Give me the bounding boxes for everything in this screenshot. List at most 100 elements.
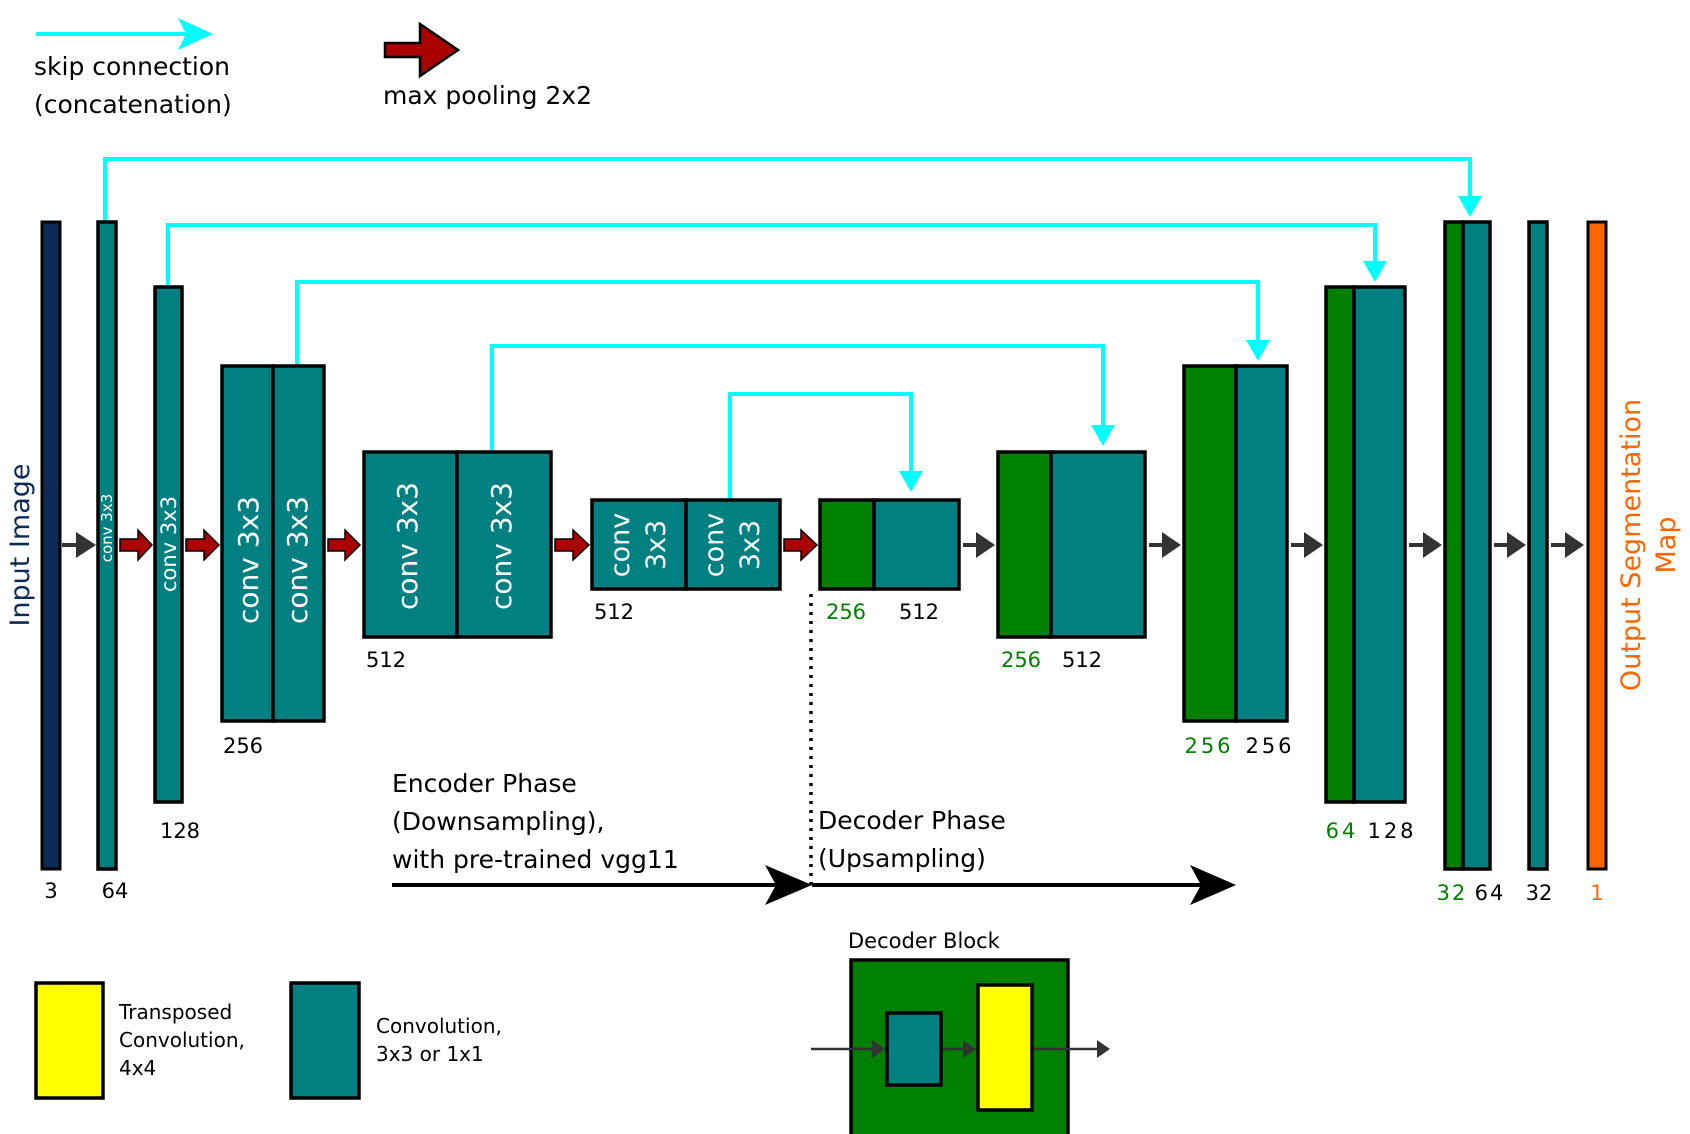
decoder-block-arrow-icon bbox=[811, 1040, 885, 1058]
skip-connection-3 bbox=[295, 280, 1270, 364]
encoder-block-5b-conv-word: conv bbox=[699, 513, 730, 577]
encoder-phase-arrowhead bbox=[765, 865, 812, 905]
decoder-block-4-teal bbox=[1234, 364, 1289, 723]
encoder-block-5b-conv-size: 3x3 bbox=[735, 520, 766, 570]
decoder-block-legend: Decoder Block bbox=[811, 929, 1110, 1134]
decoder-block-title: Decoder Block bbox=[848, 929, 1001, 953]
decoder-block-conv bbox=[885, 1011, 943, 1087]
channel-labels: 3 64 128 256 512 512 256 512 256 512 256… bbox=[44, 600, 1603, 905]
transposed-legend-line-1: Transposed bbox=[118, 1000, 232, 1024]
channel-dec1: 32 bbox=[1526, 881, 1553, 905]
channel-dec3-teal: 128 bbox=[1367, 819, 1416, 843]
forward-arrow-icon bbox=[1494, 532, 1526, 558]
forward-arrows bbox=[62, 528, 1584, 562]
pool-arrow-icon bbox=[783, 528, 819, 562]
decoder-phase-line-2: (Upsampling) bbox=[818, 844, 986, 873]
decoder-block-4-green bbox=[1182, 364, 1238, 723]
skip-legend-label-2: (concatenation) bbox=[34, 90, 232, 119]
decoder-phase-line-1: Decoder Phase bbox=[818, 806, 1006, 835]
encoder-phase-line-3: with pre-trained vgg11 bbox=[392, 845, 679, 874]
transposed-legend-line-3: 4x4 bbox=[119, 1056, 156, 1080]
transposed-legend-line-2: Convolution, bbox=[119, 1028, 245, 1052]
legend-skip-connection: skip connection (concatenation) bbox=[34, 18, 232, 119]
decoder-block-2-teal bbox=[1461, 220, 1492, 871]
pool-arrow-icon bbox=[119, 528, 154, 562]
channel-enc1: 64 bbox=[102, 879, 129, 903]
channel-dec4-teal: 256 bbox=[1245, 734, 1294, 758]
encoder-block-1-conv-label: conv 3x3 bbox=[98, 494, 116, 563]
decoder-block-arrow-icon bbox=[943, 1040, 976, 1058]
skip-legend-label-1: skip connection bbox=[34, 52, 230, 81]
output-label-2: Map bbox=[1651, 517, 1682, 574]
output-segmentation-bar bbox=[1586, 220, 1608, 871]
pool-legend-label: max pooling 2x2 bbox=[383, 81, 592, 110]
channel-dec5-green: 256 bbox=[1001, 648, 1041, 672]
decoder-block-5-green bbox=[996, 450, 1053, 639]
legend-max-pooling: max pooling 2x2 bbox=[383, 21, 592, 110]
skip-legend-arrowhead bbox=[178, 18, 213, 50]
encoder-phase-line-1: Encoder Phase bbox=[392, 769, 577, 798]
legend-convolution: Convolution, 3x3 or 1x1 bbox=[289, 981, 502, 1100]
decoder-block-3-green bbox=[1324, 285, 1356, 804]
pool-legend-arrow-icon bbox=[383, 21, 461, 79]
encoder-block-4-conv-a bbox=[362, 450, 459, 639]
forward-arrow-icon bbox=[1551, 532, 1584, 558]
encoder-block-2-conv-label: conv 3x3 bbox=[157, 496, 181, 592]
channel-output: 1 bbox=[1590, 881, 1603, 905]
forward-arrow-icon bbox=[1149, 532, 1181, 558]
encoder-block-4b-conv-label: conv 3x3 bbox=[485, 482, 518, 610]
decoder-phase: Decoder Phase (Upsampling) bbox=[812, 806, 1236, 905]
input-image-bar bbox=[40, 220, 62, 871]
pool-arrow-icon bbox=[327, 528, 362, 562]
skip-connections bbox=[103, 157, 1482, 498]
encoder-phase: Encoder Phase (Downsampling), with pre-t… bbox=[392, 769, 812, 905]
channel-center-green: 256 bbox=[826, 600, 866, 624]
channel-center-teal: 512 bbox=[899, 600, 939, 624]
channel-enc3: 256 bbox=[223, 734, 263, 758]
decoder-block-3-teal bbox=[1352, 285, 1407, 804]
skip-connection-1 bbox=[103, 157, 1482, 221]
encoder-block-5a-conv-word: conv bbox=[605, 513, 636, 577]
decoder-block-arrow-icon bbox=[1034, 1040, 1110, 1058]
transposed-legend-swatch bbox=[34, 981, 105, 1100]
pool-arrow-icon bbox=[185, 528, 221, 562]
output-label-1: Output Segmentation bbox=[1616, 399, 1647, 691]
encoder-block-2 bbox=[153, 285, 184, 804]
center-block-teal bbox=[872, 498, 961, 591]
convolution-legend-line-1: Convolution, bbox=[376, 1014, 502, 1038]
encoder-block-3b-conv-label: conv 3x3 bbox=[281, 496, 314, 624]
encoder-block-3-conv-b bbox=[271, 364, 326, 723]
channel-dec4-green: 256 bbox=[1184, 734, 1233, 758]
channel-dec2-teal: 64 bbox=[1475, 881, 1506, 905]
convolution-legend-line-2: 3x3 or 1x1 bbox=[376, 1042, 484, 1066]
convolution-legend-swatch bbox=[289, 981, 361, 1100]
decoder-block-5-teal bbox=[1049, 450, 1147, 639]
channel-input: 3 bbox=[44, 879, 57, 903]
forward-arrow-icon bbox=[1409, 532, 1442, 558]
decoder-block-2-green bbox=[1443, 220, 1465, 871]
encoder-block-5a-conv-size: 3x3 bbox=[641, 520, 672, 570]
channel-dec3-green: 64 bbox=[1326, 819, 1359, 843]
skip-connection-4 bbox=[490, 344, 1115, 450]
forward-arrow-icon bbox=[963, 532, 995, 558]
encoder-block-1 bbox=[96, 220, 118, 871]
encoder-block-3a-conv-label: conv 3x3 bbox=[232, 496, 265, 624]
legend-transposed-convolution: Transposed Convolution, 4x4 bbox=[34, 981, 245, 1100]
channel-enc4: 512 bbox=[366, 648, 406, 672]
channel-dec5-teal: 512 bbox=[1062, 648, 1102, 672]
encoder-block-5-conv-b bbox=[684, 498, 782, 591]
forward-arrow-icon bbox=[62, 532, 96, 558]
channel-enc5: 512 bbox=[594, 600, 634, 624]
encoder-block-4-conv-b bbox=[455, 450, 553, 639]
decoder-phase-arrowhead bbox=[1190, 865, 1236, 905]
channel-dec2-green: 32 bbox=[1437, 881, 1468, 905]
decoder-block-1 bbox=[1527, 220, 1549, 871]
decoder-block-transposed bbox=[976, 983, 1034, 1112]
channel-enc2: 128 bbox=[160, 819, 200, 843]
encoder-block-4a-conv-label: conv 3x3 bbox=[391, 482, 424, 610]
encoder-block-5-conv-a bbox=[590, 498, 688, 591]
skip-connection-5 bbox=[728, 392, 923, 498]
input-image-label: Input Image bbox=[5, 463, 36, 626]
forward-arrow-icon bbox=[1291, 532, 1323, 558]
